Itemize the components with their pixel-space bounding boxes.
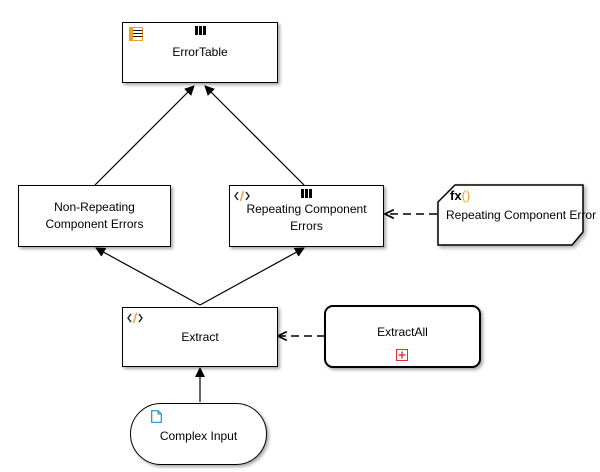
complex-input-node[interactable]: Complex Input	[130, 403, 267, 465]
extract-all-node[interactable]: ExtractAll	[324, 305, 481, 368]
extract-label: Extract	[181, 329, 219, 344]
repeating-function-node-shape[interactable]	[437, 184, 584, 246]
non-repeating-errors-node[interactable]: Non-Repeating Component Errors	[18, 185, 171, 247]
expand-icon[interactable]	[396, 349, 408, 361]
complex-input-label: Complex Input	[159, 428, 238, 443]
non-repeating-errors-label: Non-Repeating Component Errors	[45, 200, 144, 231]
edge-repeating-to-errortable	[204, 85, 305, 186]
code-icon	[127, 312, 143, 324]
repeating-errors-node[interactable]: Repeating Component Errors	[229, 185, 384, 247]
repeating-function-label: Repeating Component Error	[446, 208, 597, 222]
error-table-label: ErrorTable	[172, 45, 228, 59]
code-icon	[234, 190, 250, 202]
document-icon	[151, 410, 162, 423]
edge-extract-to-nonrepeating	[95, 247, 201, 306]
error-table-node[interactable]: ErrorTable	[122, 22, 278, 83]
columns-icon	[195, 26, 206, 35]
edge-nonrepeating-to-errortable	[94, 85, 195, 186]
table-icon	[129, 27, 143, 41]
columns-icon	[301, 189, 312, 198]
function-icon: fx()	[450, 188, 471, 203]
repeating-errors-label: Repeating Component Errors	[246, 202, 367, 233]
edge-extract-to-repeating	[199, 247, 305, 306]
extract-all-label: ExtractAll	[377, 325, 428, 339]
extract-node[interactable]: Extract	[122, 307, 278, 367]
